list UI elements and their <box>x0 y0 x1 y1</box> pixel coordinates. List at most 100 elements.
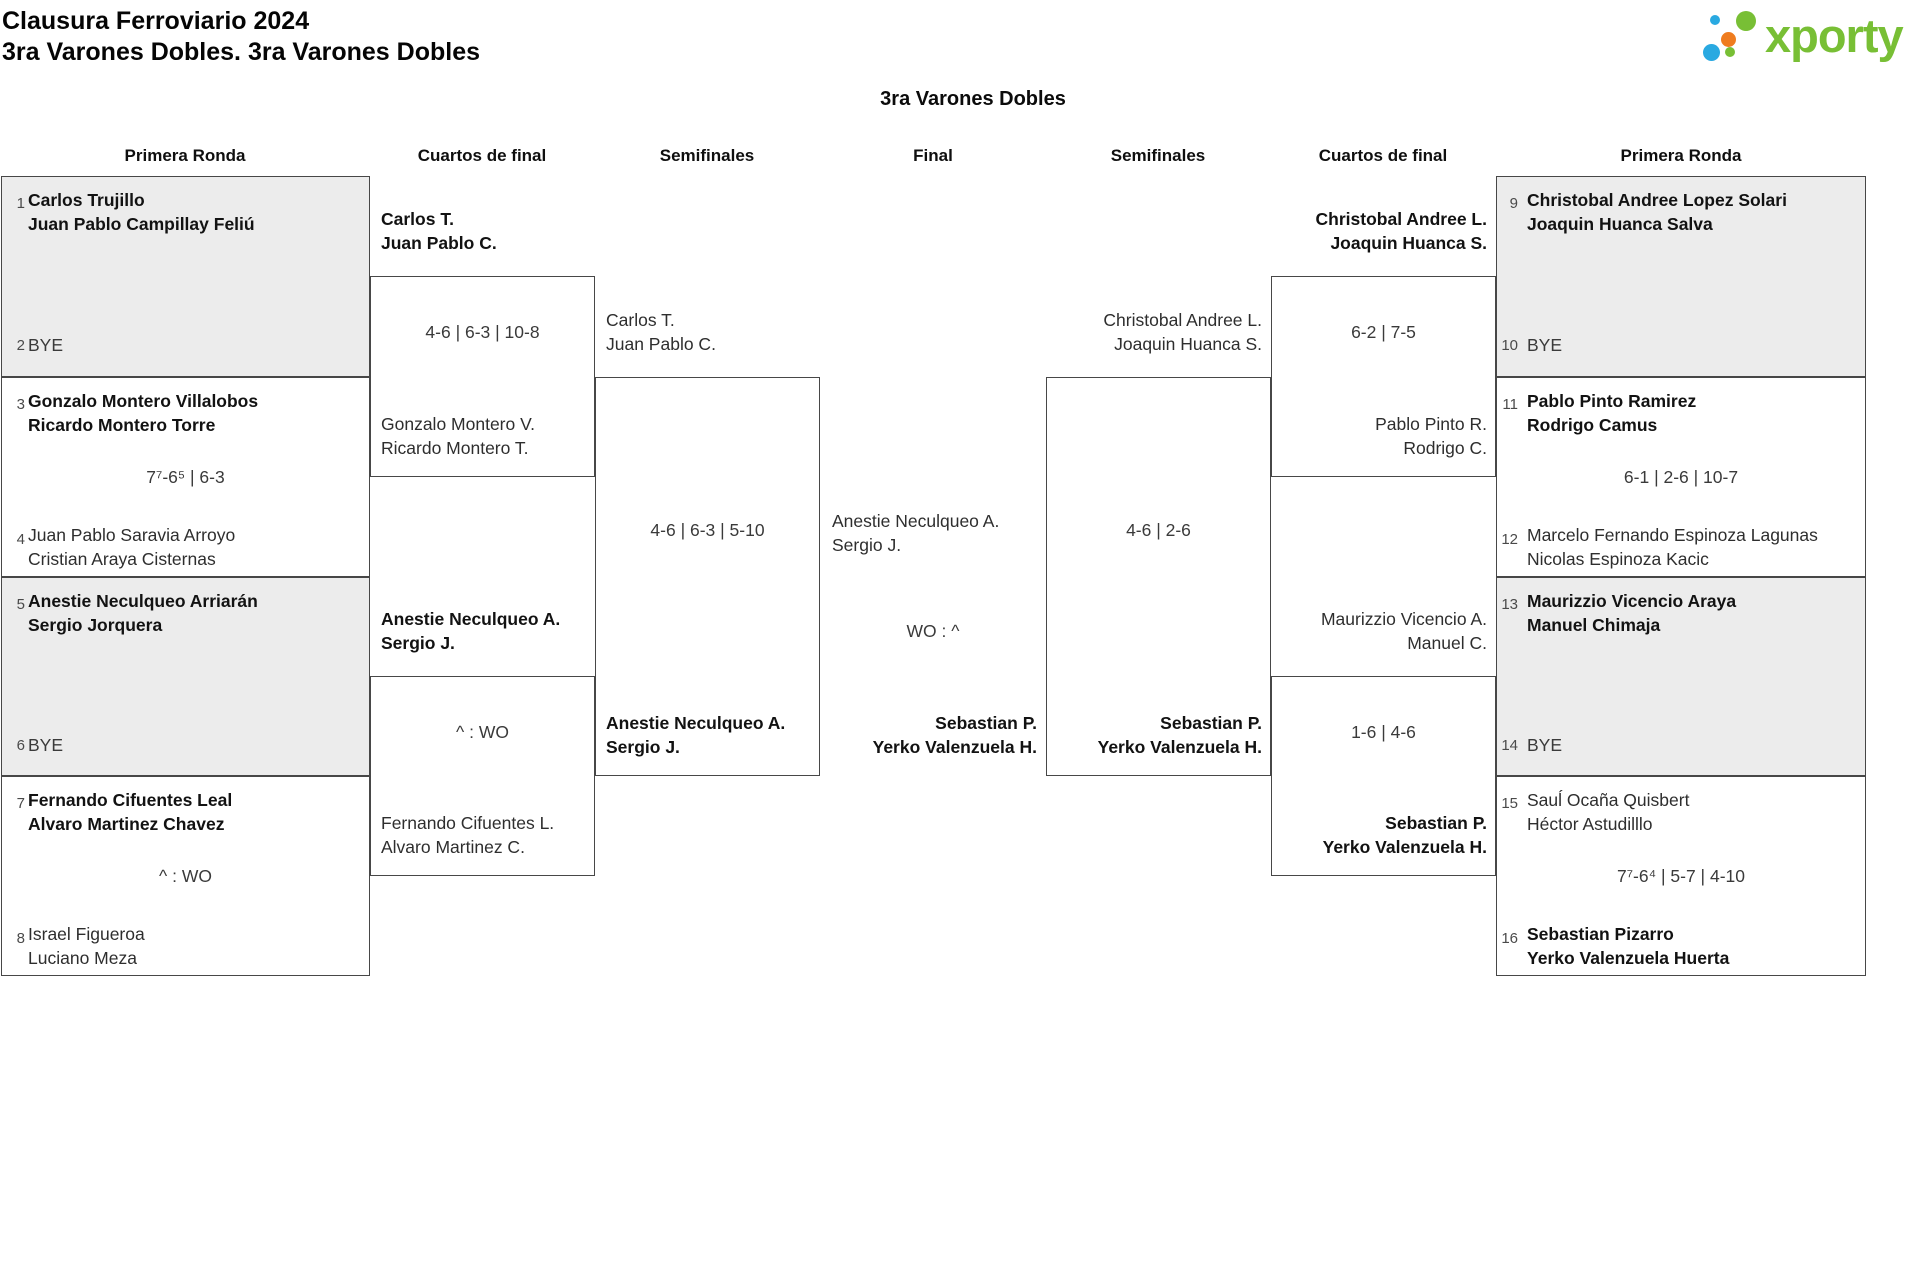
seed-number: 5 <box>16 596 25 613</box>
match-box-r1-right-1 <box>1496 176 1866 377</box>
player-name: Pablo Pinto R. <box>1375 414 1487 434</box>
seed-number: 6 <box>16 737 25 754</box>
player-name: Manuel Chimaja <box>1527 614 1661 635</box>
page-title: Clausura Ferroviario 2024 3ra Varones Do… <box>2 6 480 68</box>
match-score: 4-6 | 6-3 | 10-8 <box>425 322 540 342</box>
team-name: Sebastian P. Yerko Valenzuela H. <box>1271 812 1487 859</box>
player-name: Yerko Valenzuela H. <box>1097 736 1262 757</box>
seed-number: 15 <box>1501 795 1518 812</box>
match-score: 7⁷-6⁴ | 5-7 | 4-10 <box>1616 866 1745 886</box>
player-name: Anestie Neculqueo A. <box>832 511 1000 531</box>
player-name: Gonzalo Montero V. <box>381 414 536 434</box>
player-name: Christobal Andree L. <box>1103 310 1262 330</box>
seed-number: 4 <box>16 531 25 548</box>
seed-number: 1 <box>16 195 25 212</box>
team-name: Gonzalo Montero V. Ricardo Montero T. <box>381 413 535 460</box>
seed-number: 11 <box>1502 396 1518 413</box>
team-name: Anestie Neculqueo A. Sergio J. <box>381 608 560 655</box>
player-name: Joaquin Huanca Salva <box>1527 213 1713 234</box>
player-name: Anestie Neculqueo A. <box>606 713 786 733</box>
logo-dot-green-small <box>1725 47 1735 57</box>
seed-number: 7 <box>16 795 25 812</box>
player-name: Rodrigo Camus <box>1527 414 1658 435</box>
player-name: Sergio J. <box>832 534 902 555</box>
seed-number: 2 <box>16 337 25 354</box>
player-name: Anestie Neculqueo A. <box>381 609 561 629</box>
match-box-r1-right-3 <box>1496 577 1866 776</box>
team-name: Carlos T. Juan Pablo C. <box>606 309 716 356</box>
player-name: Sergio J. <box>606 736 680 757</box>
player-name: Juan Pablo Saravia Arroyo <box>28 525 236 545</box>
match-box-r1-left-2 <box>1 377 370 577</box>
player-name: Yerko Valenzuela Huerta <box>1527 947 1730 968</box>
match-box-r1-right-2 <box>1496 377 1866 577</box>
player-name: Sergio J. <box>381 632 455 653</box>
player-name: Sebastian P. <box>1385 813 1487 833</box>
player-name: Sebastian Pizarro <box>1527 924 1674 944</box>
logo-text: xporty <box>1765 9 1904 62</box>
player-name: Gonzalo Montero Villalobos <box>28 391 259 411</box>
xporty-logo[interactable]: xporty <box>1692 2 1920 66</box>
player-name: Sergio Jorquera <box>28 614 163 635</box>
team-name: Anestie Neculqueo A. Sergio J. <box>832 510 999 557</box>
match-box-sf-right <box>1046 377 1271 776</box>
player-name: Joaquin Huanca S. <box>1114 333 1262 354</box>
player-name: Yerko Valenzuela H. <box>1322 836 1487 857</box>
team-name: Carlos Trujillo Juan Pablo Campillay Fel… <box>28 189 255 236</box>
player-name: Cristian Araya Cisternas <box>28 548 216 569</box>
player-name: Israel Figueroa <box>28 924 145 944</box>
team-name: Anestie Neculqueo A. Sergio J. <box>606 712 785 759</box>
round-header-final: Final <box>913 146 953 165</box>
player-name: Maurizzio Vicencio A. <box>1320 609 1487 629</box>
page-title-line1: Clausura Ferroviario 2024 <box>2 7 310 35</box>
player-name: Alvaro Martinez C. <box>381 836 525 857</box>
team-name: Christobal Andree L. Joaquin Huanca S. <box>1271 208 1487 255</box>
team-name: Anestie Neculqueo Arriarán Sergio Jorque… <box>28 590 258 637</box>
team-name: Carlos T. Juan Pablo C. <box>381 208 497 255</box>
team-name: Pablo Pinto R. Rodrigo C. <box>1271 413 1487 460</box>
player-name: Christobal Andree Lopez Solari <box>1527 190 1787 210</box>
player-name: Juan Pablo C. <box>606 333 716 354</box>
team-name: Sebastian P. Yerko Valenzuela H. <box>820 712 1037 759</box>
match-box-sf-left <box>595 377 820 776</box>
player-name: Luciano Meza <box>28 947 137 968</box>
match-score: 1-6 | 4-6 <box>1351 722 1416 742</box>
bye-label: BYE <box>28 335 64 355</box>
seed-number: 14 <box>1501 737 1518 754</box>
player-name: Ricardo Montero Torre <box>28 414 216 435</box>
match-score: 6-2 | 7-5 <box>1351 322 1416 342</box>
team-name: Pablo Pinto Ramirez Rodrigo Camus <box>1527 390 1696 437</box>
player-name: Christobal Andree L. <box>1315 209 1487 229</box>
match-box-r1-left-1 <box>1 176 370 377</box>
team-name: Fernando Cifuentes Leal Alvaro Martinez … <box>28 789 232 836</box>
player-name: Nicolas Espinoza Kacic <box>1527 548 1709 569</box>
seed-number: 9 <box>1509 195 1518 212</box>
logo-dot-orange <box>1721 32 1736 47</box>
match-box-qf-left-2 <box>370 676 595 876</box>
player-name: Sebastian P. <box>1160 713 1262 733</box>
seed-number: 3 <box>16 396 25 413</box>
player-name: Ricardo Montero T. <box>381 437 529 458</box>
bracket-title: 3ra Varones Dobles <box>880 88 1066 110</box>
bye-label: BYE <box>1527 735 1563 755</box>
team-name: Christobal Andree Lopez Solari Joaquin H… <box>1527 189 1787 236</box>
seed-number: 12 <box>1501 531 1518 548</box>
match-score: ^ : WO <box>159 866 212 886</box>
player-name: Juan Pablo C. <box>381 232 497 253</box>
player-name: Alvaro Martinez Chavez <box>28 813 225 834</box>
player-name: Rodrigo C. <box>1403 437 1487 458</box>
match-score: 4-6 | 6-3 | 5-10 <box>650 520 765 540</box>
team-name: Israel Figueroa Luciano Meza <box>28 923 145 970</box>
logo-dot-blue-small <box>1710 15 1720 25</box>
seed-number: 13 <box>1501 596 1518 613</box>
match-score: 6-1 | 2-6 | 10-7 <box>1623 467 1739 487</box>
match-box-r1-left-3 <box>1 577 370 776</box>
team-name: Marcelo Fernando Espinoza Lagunas Nicola… <box>1527 524 1818 571</box>
player-name: Joaquin Huanca S. <box>1330 232 1487 253</box>
team-name: Gonzalo Montero Villalobos Ricardo Monte… <box>28 390 258 437</box>
team-name: Sebastian P. Yerko Valenzuela H. <box>1046 712 1262 759</box>
player-name: Carlos T. <box>381 209 454 229</box>
player-name: Carlos T. <box>606 310 675 330</box>
match-box-qf-right-2 <box>1271 676 1496 876</box>
